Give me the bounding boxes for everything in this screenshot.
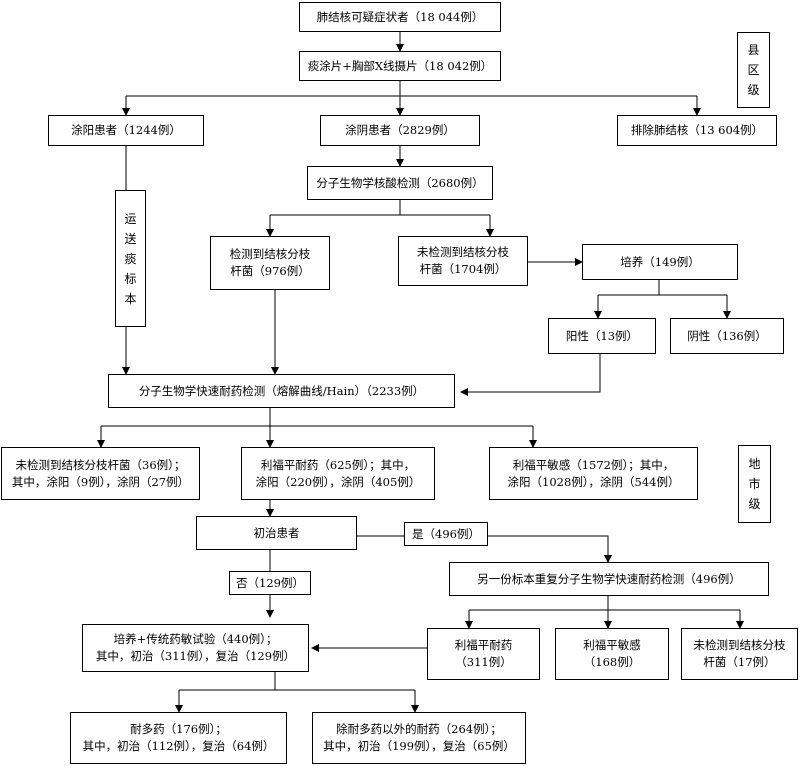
culture-dst-line-2: 其中，初治（311例），复治（129例） <box>95 649 296 663</box>
transport-char-1: 运 <box>124 211 137 226</box>
dst-not-detected-line-2: 其中，涂阳（9例），涂阴（27例） <box>11 474 190 489</box>
transport-char-2: 送 <box>124 231 137 246</box>
repeat-rif-sensitive-box: 利福平敏感 （168例） <box>555 628 669 680</box>
smear-negative-text: 涂阴患者（2829例） <box>345 123 455 137</box>
city-char-2: 市 <box>748 477 761 491</box>
repeat-test-text: 另一份标本重复分子生物学快速耐药检测（496例） <box>477 571 741 586</box>
suspects-text: 肺结核可疑症状者（18 044例） <box>316 9 484 24</box>
smear-xray-text: 痰涂片+胸部X线摄片（18 042例） <box>307 58 493 73</box>
county-char-1: 县 <box>747 43 760 57</box>
culture-negative-box: 阴性（136例） <box>670 318 784 354</box>
mtb-not-detected-line-1: 未检测到结核分枝 <box>417 245 509 259</box>
mtb-not-detected-box: 未检测到结核分枝 杆菌（1704例） <box>398 236 528 286</box>
rif-resistant-line-1: 利福平耐药（625例）；其中， <box>260 457 416 472</box>
repeat-test-box: 另一份标本重复分子生物学快速耐药检测（496例） <box>449 562 769 596</box>
no-edge-label: 否（129例） <box>229 571 311 595</box>
repeat-rif-resistant-line-2: （311例） <box>455 655 512 669</box>
transport-sputum-box: 运 送 痰 标 本 <box>115 190 146 327</box>
mtb-detected-line-1: 检测到结核分枝 <box>229 247 311 261</box>
culture-dst-box: 培养+传统药敏试验（440例）； 其中，初治（311例），复治（129例） <box>82 624 309 672</box>
smear-positive-box: 涂阳患者（1244例） <box>48 115 204 146</box>
non-mdr-line-2: 其中，初治（199例），复治（65例） <box>323 739 515 753</box>
county-char-2: 区 <box>747 63 760 77</box>
molecular-test-box: 分子生物学核酸检测（2680例） <box>307 166 493 200</box>
rapid-dst-text: 分子生物学快速耐药检测（熔解曲线/Hain）（2233例） <box>138 383 425 398</box>
excluded-text: 排除肺结核（13 604例） <box>630 123 764 137</box>
transport-char-4: 标 <box>124 271 137 286</box>
city-level-box: 地 市 级 <box>738 445 771 523</box>
suspects-box: 肺结核可疑症状者（18 044例） <box>299 2 501 32</box>
rif-sensitive-box: 利福平敏感（1572例）；其中， 涂阳（1028例），涂阴（544例） <box>489 447 698 500</box>
mdr-line-2: 其中，初治（112例），复治（64例） <box>82 739 275 753</box>
molecular-test-text: 分子生物学核酸检测（2680例） <box>316 175 484 190</box>
repeat-rif-resistant-line-1: 利福平耐药 <box>454 638 513 652</box>
smear-xray-box: 痰涂片+胸部X线摄片（18 042例） <box>299 51 501 81</box>
rif-resistant-line-2: 涂阳（220例），涂阴（405例） <box>255 474 421 489</box>
mdr-box: 耐多药（176例）； 其中，初治（112例），复治（64例） <box>70 712 287 764</box>
culture-dst-line-1: 培养+传统药敏试验（440例）； <box>113 632 278 646</box>
mtb-detected-box: 检测到结核分枝 杆菌（976例） <box>210 236 330 290</box>
mtb-detected-line-2: 杆菌（976例） <box>230 264 310 278</box>
rif-sensitive-line-2: 涂阳（1028例），涂阴（544例） <box>507 474 680 489</box>
repeat-rif-sensitive-line-1: 利福平敏感 <box>583 638 641 652</box>
culture-box: 培养（149例） <box>582 244 738 280</box>
transport-char-5: 本 <box>124 291 137 306</box>
non-mdr-line-1: 除耐多药以外的耐药（264例）； <box>336 722 502 736</box>
culture-positive-box: 阳性（13例） <box>548 318 656 354</box>
rif-sensitive-line-1: 利福平敏感（1572例）；其中， <box>512 457 675 472</box>
county-level-box: 县 区 级 <box>737 32 770 108</box>
rapid-dst-box: 分子生物学快速耐药检测（熔解曲线/Hain）（2233例） <box>108 374 455 408</box>
city-char-3: 级 <box>748 497 761 511</box>
culture-positive-text: 阳性（13例） <box>565 328 639 343</box>
smear-positive-text: 涂阳患者（1244例） <box>71 123 181 137</box>
repeat-not-detected-line-2: 杆菌（17例） <box>703 655 776 669</box>
no-edge-label-text: 否（129例） <box>236 576 304 590</box>
city-char-1: 地 <box>748 457 761 471</box>
repeat-rif-resistant-box: 利福平耐药 （311例） <box>427 628 540 680</box>
repeat-not-detected-line-1: 未检测到结核分枝 <box>693 638 786 652</box>
repeat-not-detected-box: 未检测到结核分枝 杆菌（17例） <box>681 628 798 680</box>
new-patients-box: 初治患者 <box>196 516 357 550</box>
new-patients-text: 初治患者 <box>253 525 300 540</box>
smear-negative-box: 涂阴患者（2829例） <box>320 115 480 146</box>
mtb-not-detected-line-2: 杆菌（1704例） <box>419 262 507 276</box>
repeat-rif-sensitive-line-2: （168例） <box>583 655 641 669</box>
transport-char-3: 痰 <box>124 251 137 266</box>
rif-resistant-box: 利福平耐药（625例）；其中， 涂阳（220例），涂阴（405例） <box>241 447 435 500</box>
culture-negative-text: 阴性（136例） <box>687 328 767 343</box>
culture-text: 培养（149例） <box>620 254 700 269</box>
yes-edge-label: 是（496例） <box>404 522 488 546</box>
mdr-line-1: 耐多药（176例）； <box>130 722 227 736</box>
non-mdr-box: 除耐多药以外的耐药（264例）； 其中，初治（199例），复治（65例） <box>312 712 526 764</box>
dst-not-detected-line-1: 未检测到结核分枝杆菌（36例）； <box>15 457 186 472</box>
excluded-box: 排除肺结核（13 604例） <box>617 115 777 146</box>
yes-edge-label-text: 是（496例） <box>412 527 480 541</box>
county-char-3: 级 <box>747 83 760 97</box>
dst-not-detected-box: 未检测到结核分枝杆菌（36例）； 其中，涂阳（9例），涂阴（27例） <box>1 447 200 500</box>
